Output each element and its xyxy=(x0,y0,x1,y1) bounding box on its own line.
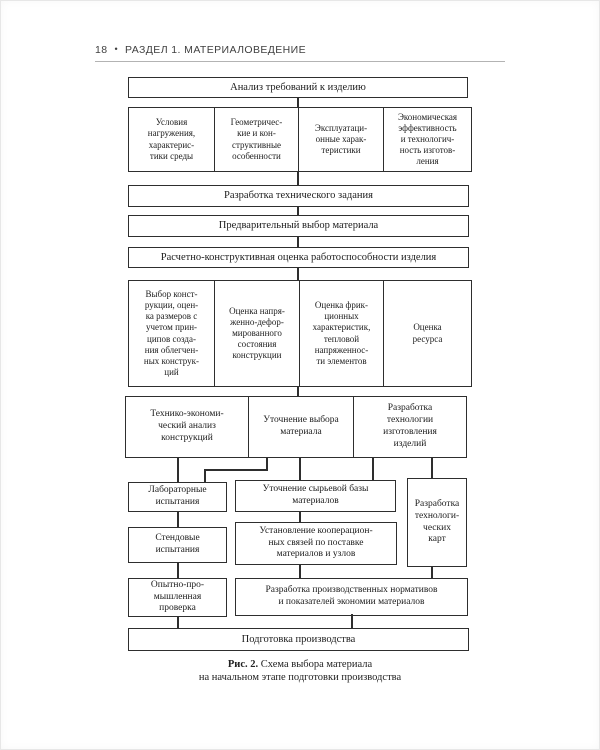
node-cooperation-links: Установление кооперацион- ных связей по … xyxy=(235,522,397,565)
node-resource-assessment: Оценка ресурса xyxy=(383,281,471,386)
connector-line xyxy=(177,457,179,483)
figure-caption: Рис. 2. Схема выбора материала на началь… xyxy=(100,659,500,685)
node-raw-material-base: Уточнение сырьевой базы материалов xyxy=(235,480,396,512)
node-tech-economic-analysis: Технико-экономи- ческий анализ конструкц… xyxy=(150,409,224,443)
node-preliminary-material-choice: Предварительный выбор материала xyxy=(128,215,469,237)
section-title: РАЗДЕЛ 1. МАТЕРИАЛОВЕДЕНИЕ xyxy=(125,44,307,56)
connector-dogleg-line xyxy=(266,457,268,471)
node-pilot-testing: Опытно-про- мышленная проверка xyxy=(128,578,227,617)
connector-line xyxy=(177,562,179,579)
connector-line xyxy=(297,206,299,216)
connector-line xyxy=(297,97,299,108)
connector-line xyxy=(431,566,433,579)
page-header: 18 • РАЗДЕЛ 1. МАТЕРИАЛОВЕДЕНИЕ xyxy=(95,44,507,56)
connector-line xyxy=(297,267,299,281)
header-rule xyxy=(95,61,505,62)
node-design-assessment: Расчетно-конструктивная оценка работоспо… xyxy=(128,247,469,268)
node-operational-characteristics: Эксплуатаци- онные харак- теристики xyxy=(298,108,383,171)
connector-line xyxy=(372,457,374,481)
node-bench-tests: Стендовые испытания xyxy=(128,527,227,563)
page-number: 18 xyxy=(95,44,108,56)
node-technical-task: Разработка технического задания xyxy=(128,185,469,207)
connector-line xyxy=(297,386,299,397)
figure-label: Рис. 2. xyxy=(227,659,259,670)
connector-line xyxy=(297,236,299,248)
node-construction-choice: Выбор конст- рукции, оцен- ка размеров с… xyxy=(143,288,200,377)
node-analysis-requirements: Анализ требований к изделию xyxy=(128,77,468,98)
node-load-conditions: Условия нагружения, характерис- тики сре… xyxy=(147,117,196,161)
caption-title: Схема выбора материала xyxy=(258,659,373,670)
node-friction-assessment: Оценка фрик- ционных характеристик, тепл… xyxy=(299,281,383,386)
node-production-preparation: Подготовка производства xyxy=(128,628,469,651)
node-stress-strain-assessment: Оценка напря- женно-дефор- мированного с… xyxy=(214,281,299,386)
connector-line xyxy=(299,457,301,481)
caption-line-1: Рис. 2. Схема выбора материала xyxy=(100,659,500,672)
requirements-row: Условия нагружения, характерис- тики сре… xyxy=(128,107,472,172)
evaluation-row: Выбор конст- рукции, оцен- ка размеров с… xyxy=(128,280,472,387)
connector-dogleg-line xyxy=(204,469,268,471)
node-lab-tests: Лабораторные испытания xyxy=(128,482,227,512)
node-geometry-features: Геометричес- кие и кон- структивные особ… xyxy=(214,108,298,171)
connector-line xyxy=(299,564,301,579)
connector-line xyxy=(431,457,433,479)
connector-line xyxy=(351,614,353,629)
connector-dogleg-line xyxy=(204,469,206,483)
connector-line xyxy=(297,171,299,186)
caption-line-2: на начальном этапе подготовки производст… xyxy=(198,671,402,683)
connector-line xyxy=(177,616,179,629)
header-bullet-icon: • xyxy=(114,44,119,54)
node-manufacturing-technology: Разработка технологии изготовления издел… xyxy=(353,397,466,457)
node-production-standards: Разработка производственных нормативов и… xyxy=(235,578,468,616)
refinement-row: Технико-экономи- ческий анализ конструкц… xyxy=(125,396,467,458)
node-material-choice-refinement: Уточнение выбора материала xyxy=(248,397,353,457)
connector-line xyxy=(177,511,179,528)
connector-line xyxy=(299,511,301,523)
node-economic-efficiency: Экономическая эффективность и технологич… xyxy=(383,108,471,171)
node-tech-charts: Разработка технологи- ческих карт xyxy=(407,478,467,567)
